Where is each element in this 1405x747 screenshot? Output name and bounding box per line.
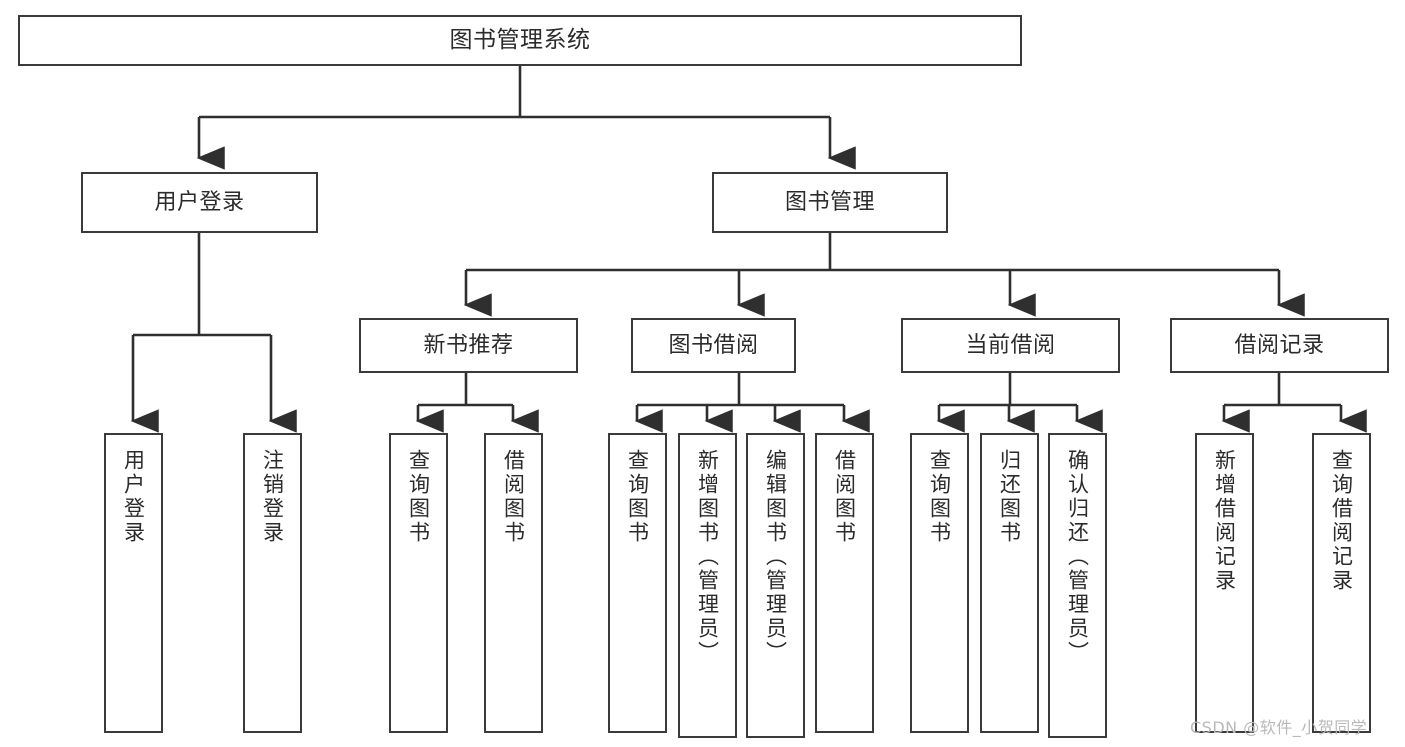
- node-label: 当前借阅: [965, 332, 1056, 358]
- node-label: 查询借阅记录: [1329, 449, 1354, 593]
- node-label: 借阅记录: [1234, 332, 1325, 358]
- node-book-borrow[interactable]: 图书借阅: [631, 318, 796, 373]
- node-label: 图书借阅: [668, 332, 759, 358]
- leaf-query-book-3[interactable]: 查询图书: [910, 433, 969, 733]
- node-label: 新书推荐: [423, 332, 514, 358]
- leaf-borrow-book-1[interactable]: 借阅图书: [484, 433, 543, 733]
- node-label: 借阅图书: [501, 449, 526, 545]
- node-label: 查询图书: [927, 449, 952, 545]
- leaf-return-book[interactable]: 归还图书: [980, 433, 1039, 733]
- node-root-book-management-system[interactable]: 图书管理系统: [18, 15, 1022, 66]
- node-new-book-recommend[interactable]: 新书推荐: [359, 318, 578, 373]
- node-borrow-record[interactable]: 借阅记录: [1170, 318, 1389, 373]
- csdn-watermark: CSDN @软件_小贺同学: [1190, 718, 1368, 737]
- leaf-confirm-return-admin[interactable]: 确认归还（管理员）: [1048, 433, 1107, 738]
- leaf-logout-login[interactable]: 注销登录: [243, 433, 302, 733]
- leaf-borrow-book-2[interactable]: 借阅图书: [815, 433, 874, 733]
- node-current-borrow[interactable]: 当前借阅: [901, 318, 1120, 373]
- node-label: 查询图书: [625, 449, 650, 545]
- node-book-management[interactable]: 图书管理: [712, 172, 948, 233]
- node-label: 注销登录: [260, 449, 285, 545]
- leaf-query-borrow-record[interactable]: 查询借阅记录: [1312, 433, 1371, 733]
- node-label: 确认归还（管理员）: [1065, 449, 1090, 665]
- node-user-login[interactable]: 用户登录: [81, 172, 318, 233]
- node-label: 用户登录: [121, 449, 146, 545]
- node-label: 用户登录: [154, 189, 245, 215]
- node-label: 图书管理: [784, 189, 875, 215]
- node-label: 借阅图书: [832, 449, 857, 545]
- leaf-user-login[interactable]: 用户登录: [104, 433, 163, 733]
- node-label: 查询图书: [406, 449, 431, 545]
- leaf-query-book-1[interactable]: 查询图书: [389, 433, 448, 733]
- leaf-query-book-2[interactable]: 查询图书: [608, 433, 667, 733]
- leaf-add-borrow-record[interactable]: 新增借阅记录: [1195, 433, 1254, 733]
- node-label: 归还图书: [997, 449, 1022, 545]
- leaf-edit-book-admin[interactable]: 编辑图书（管理员）: [746, 433, 805, 738]
- leaf-add-book-admin[interactable]: 新增图书（管理员）: [678, 433, 737, 738]
- node-label: 图书管理系统: [449, 27, 591, 54]
- node-label: 新增借阅记录: [1212, 449, 1237, 593]
- node-label: 新增图书（管理员）: [695, 449, 720, 665]
- node-label: 编辑图书（管理员）: [763, 449, 788, 665]
